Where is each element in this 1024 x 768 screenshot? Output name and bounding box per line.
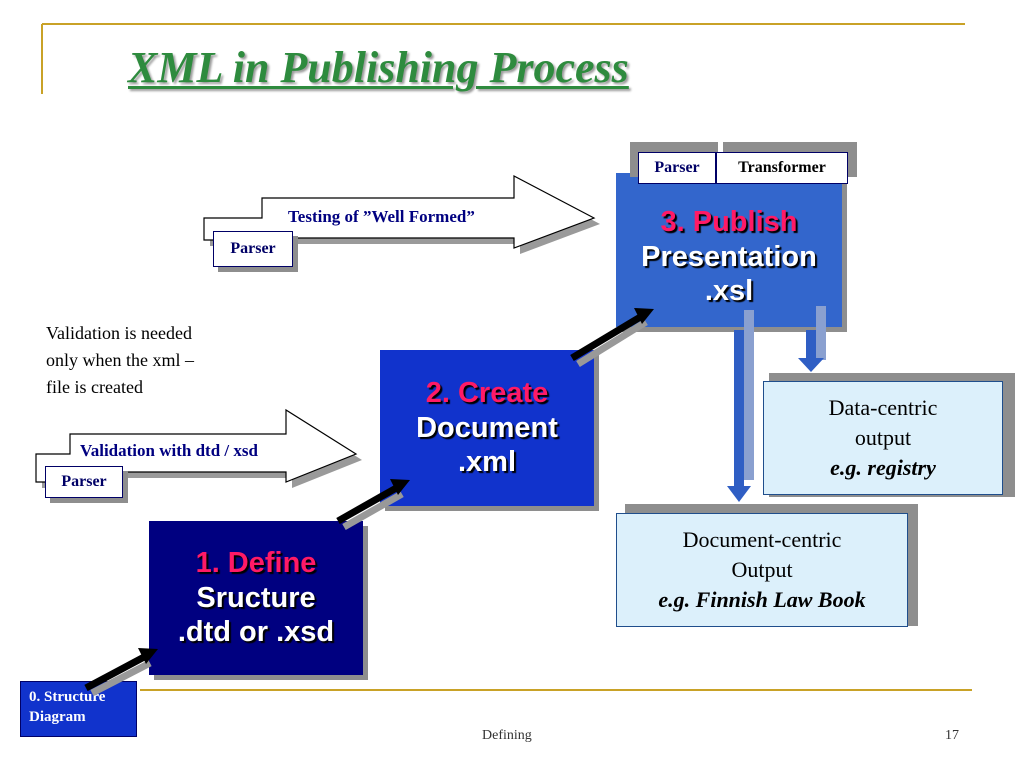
define-step-heading: 1. Define [195, 546, 317, 579]
data-centric-line-2: output [854, 425, 912, 451]
publish-step-line-2: Presentation [641, 240, 817, 273]
validation-label: Validation with dtd / xsd [80, 441, 258, 460]
arrow-diagram-to-define [84, 648, 158, 697]
data-centric-output-box: Data-centric output e.g. registry [763, 381, 1003, 495]
arrow-create-to-publish [570, 308, 654, 367]
page-number: 17 [945, 728, 959, 743]
publish-step-box: 3. Publish Presentation .xsl [616, 173, 842, 327]
structure-diagram-box: 0. Structure Diagram [20, 681, 137, 737]
parser-label-top: Parser [213, 231, 293, 267]
structure-diagram-line-2: Diagram [29, 708, 86, 725]
parser-label-publish: Parser [638, 152, 716, 184]
data-centric-example: e.g. registry [830, 454, 936, 480]
document-output-arrow [727, 310, 754, 502]
validation-note-line-3: file is created [46, 377, 143, 397]
data-centric-line-1: Data-centric [828, 395, 938, 421]
publish-step-line-3: .xsl [704, 275, 754, 308]
data-output-arrow [798, 306, 826, 372]
create-step-heading: 2. Create [425, 376, 549, 409]
create-step-box: 2. Create Document .xml [380, 350, 594, 506]
well-formed-label: Testing of ”Well Formed” [288, 207, 475, 226]
document-centric-output-box: Document-centric Output e.g. Finnish Law… [616, 513, 908, 627]
validation-note: Validation is needed only when the xml –… [46, 320, 194, 401]
define-step-line-2: Sructure [196, 581, 316, 614]
validation-note-line-1: Validation is needed [46, 323, 192, 343]
define-step-line-3: .dtd or .xsd [177, 616, 335, 649]
parser-label-bottom: Parser [45, 466, 123, 498]
arrow-define-to-create [336, 479, 410, 531]
slide-title: XML in Publishing Process [128, 43, 629, 92]
document-centric-line-1: Document-centric [682, 527, 842, 553]
document-centric-example: e.g. Finnish Law Book [658, 586, 866, 612]
footer-text: Defining [482, 728, 532, 743]
publish-step-heading: 3. Publish [660, 205, 798, 238]
document-centric-line-2: Output [731, 557, 793, 583]
validation-note-line-2: only when the xml – [46, 350, 194, 370]
define-step-box: 1. Define Sructure .dtd or .xsd [149, 521, 363, 675]
structure-diagram-line-1: 0. Structure [29, 689, 106, 705]
create-step-line-3: .xml [457, 446, 517, 479]
transformer-label: Transformer [716, 152, 848, 184]
create-step-line-2: Document [416, 411, 558, 444]
